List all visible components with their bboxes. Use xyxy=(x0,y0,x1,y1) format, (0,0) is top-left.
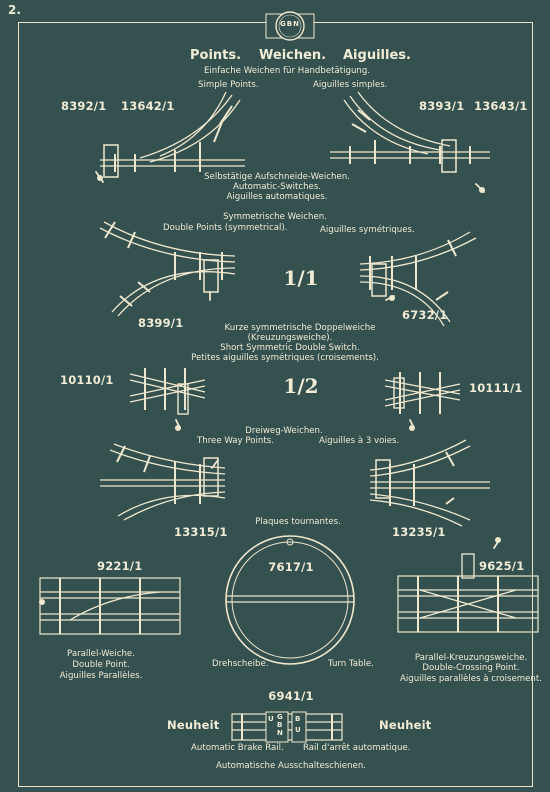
simple-points-fr: Aiguilles simples. xyxy=(313,80,388,90)
simple-point-right xyxy=(330,91,490,193)
code-8399: 8399/1 xyxy=(138,316,184,330)
three-way-fr: Aiguilles à 3 voies. xyxy=(319,436,400,446)
parallel-de: Parallel-Weiche. xyxy=(67,649,135,659)
code-8393: 8393/1 xyxy=(419,99,465,113)
brake-mark-u2: U xyxy=(295,726,301,734)
turntable xyxy=(225,535,355,665)
neuheit-left-badge: Neuheit xyxy=(167,718,220,732)
simple-points-de: Einfache Weichen für Handbetätigung. xyxy=(203,66,371,76)
turntable-title: Plaques tournantes. xyxy=(255,517,341,527)
brake-mark-b2: B xyxy=(295,715,301,723)
short-switch-de-2: (Kreuzungsweiche). xyxy=(247,333,333,343)
brake-rail-de: Automatische Ausschalteschienen. xyxy=(215,761,367,771)
code-8392: 8392/1 xyxy=(61,99,107,113)
three-way-en: Three Way Points. xyxy=(197,436,274,446)
scale-one: 1/1 xyxy=(283,266,319,290)
brake-rail-fr: Rail d'arrêt automatique. xyxy=(303,743,411,753)
double-point-left xyxy=(99,221,236,317)
code-6732: 6732/1 xyxy=(402,308,448,322)
brake-mark-u1: U xyxy=(268,715,274,723)
title-fr: Aiguilles. xyxy=(343,48,411,63)
crossing-en: Double-Crossing Point. xyxy=(422,663,520,673)
parallel-en: Double Point. xyxy=(72,660,130,670)
code-13643: 13643/1 xyxy=(474,99,528,113)
brake-rail xyxy=(231,711,343,743)
logo-letters: GBN xyxy=(280,20,300,28)
scale-half: 1/2 xyxy=(283,374,319,398)
simple-points-en: Simple Points. xyxy=(198,80,259,90)
double-points-en: Double Points (symmetrical). xyxy=(163,223,288,233)
short-double-switch-left xyxy=(129,368,206,431)
auto-switch-en: Automatic-Switches. xyxy=(232,182,322,192)
turntable-de: Drehscheibe. xyxy=(212,659,269,669)
short-double-switch-right xyxy=(384,372,461,431)
code-6941: 6941/1 xyxy=(268,689,314,703)
code-9221: 9221/1 xyxy=(97,559,143,573)
double-points-de: Symmetrische Weichen. xyxy=(223,212,327,222)
three-way-left xyxy=(100,443,226,521)
crossing-fr: Aiguilles parallèles à croisement. xyxy=(400,674,542,684)
simple-point-left xyxy=(95,91,245,183)
code-10111: 10111/1 xyxy=(469,381,523,395)
gbn-logo xyxy=(265,11,315,41)
three-way-de: Dreiweg-Weichen. xyxy=(245,426,323,436)
code-13235: 13235/1 xyxy=(392,525,446,539)
double-points-fr: Aiguilles symétriques. xyxy=(320,225,415,235)
brake-rail-en: Automatic Brake Rail. xyxy=(191,743,284,753)
code-13642: 13642/1 xyxy=(121,99,175,113)
brake-mark-g: G xyxy=(277,713,283,721)
code-7617: 7617/1 xyxy=(268,560,314,574)
double-point-right xyxy=(359,231,477,327)
neuheit-right-badge: Neuheit xyxy=(379,718,432,732)
code-9625: 9625/1 xyxy=(479,559,525,573)
title-de: Weichen. xyxy=(259,48,327,63)
parallel-point xyxy=(39,577,181,635)
short-switch-de-1: Kurze symmetrische Doppelweiche xyxy=(224,323,376,333)
short-switch-fr: Petites aiguilles symétriques (croisemen… xyxy=(191,353,379,363)
crossing-de: Parallel-Kreuzungsweiche. xyxy=(414,653,528,663)
turntable-en: Turn Table. xyxy=(328,659,374,669)
code-10110: 10110/1 xyxy=(60,373,114,387)
parallel-fr: Aiguilles Parallèles. xyxy=(59,671,143,681)
code-13315: 13315/1 xyxy=(174,525,228,539)
three-way-right xyxy=(369,439,490,527)
short-switch-en: Short Symmetric Double Switch. xyxy=(220,343,360,353)
page-number: 2. xyxy=(8,3,21,17)
double-crossing-point xyxy=(397,537,539,633)
auto-switch-de: Selbstätige Aufschneide-Weichen. xyxy=(204,172,350,182)
auto-switch-fr: Aiguilles automatiques. xyxy=(226,192,328,202)
title-en: Points. xyxy=(190,48,242,63)
brake-mark-n: N xyxy=(277,729,283,737)
brake-mark-b1: B xyxy=(277,721,283,729)
